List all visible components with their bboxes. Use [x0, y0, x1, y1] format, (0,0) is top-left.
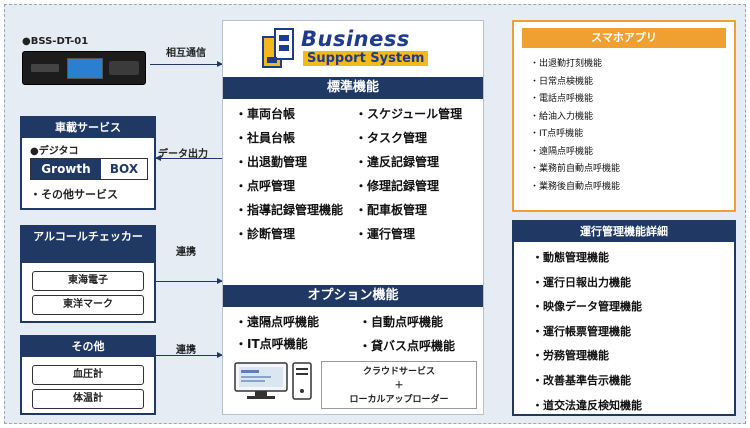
link-label-data-out: データ出力 [158, 149, 208, 160]
bss-logo: Business Support System [261, 27, 451, 71]
bss-logo-line2: Support System [303, 51, 429, 66]
link-label-alcohol: 連携 [176, 247, 196, 258]
other-item-blood-pressure: 血圧計 [32, 365, 144, 385]
growth-logo-text: Growth [31, 159, 101, 179]
standard-feature-item: ・配車板管理 [355, 203, 428, 217]
standard-feature-item: ・点呼管理 [235, 179, 296, 193]
cloud-uploader-box: クラウドサービス ＋ ローカルアップローダー [321, 361, 477, 409]
smartphone-app-list: ・出退勤打刻機能・日常点検機能・電話点呼機能・給油入力機能・IT点呼機能・遠隔点… [530, 56, 620, 196]
alcohol-checker-panel: アルコールチェッカー 東海電子 東洋マーク [20, 225, 156, 323]
device-label: ●BSS-DT-01 [22, 36, 89, 47]
standard-feature-item: ・出退勤管理 [235, 155, 308, 169]
smartphone-app-item: ・業務前自動点呼機能 [530, 164, 621, 174]
standard-feature-item: ・車両台帳 [235, 107, 296, 121]
other-service-label: ・その他サービス [30, 188, 118, 201]
growth-box-logo: Growth BOX [30, 158, 148, 180]
alcohol-item-tokai: 東海電子 [32, 271, 144, 291]
arrow-mutual [150, 61, 223, 67]
arrow-other [156, 352, 223, 358]
standard-features-list: ・車両台帳・社員台帳・出退勤管理・点呼管理・指導記録管理機能・診断管理 ・スケジュ… [223, 105, 483, 285]
smartphone-app-item: ・電話点呼機能 [530, 94, 594, 104]
cloud-service-label: クラウドサービス [362, 367, 435, 377]
standard-feature-item: ・修理記録管理 [355, 179, 440, 193]
standard-feature-item: ・社員台帳 [235, 131, 296, 145]
standard-features-title: 標準機能 [223, 77, 483, 99]
other-title: その他 [22, 337, 154, 357]
smartphone-app-panel: スマホアプリ ・出退勤打刻機能・日常点検機能・電話点呼機能・給油入力機能・IT点… [512, 20, 736, 212]
smartphone-app-item: ・IT点呼機能 [530, 129, 584, 139]
pc-tower-icon [292, 362, 312, 400]
vehicle-service-title: 車載サービス [22, 118, 154, 138]
plus-label: ＋ [394, 381, 404, 391]
standard-feature-item: ・タスク管理 [355, 131, 428, 145]
device-buttons [109, 61, 139, 75]
smartphone-app-item: ・遠隔点呼機能 [530, 146, 594, 157]
smartphone-app-item: ・業務後自動点呼機能 [530, 181, 621, 192]
smartphone-app-item: ・給油入力機能 [530, 111, 594, 122]
digitaco-label: ●デジタコ [30, 146, 79, 157]
arrow-alcohol [156, 278, 223, 284]
operation-detail-panel: 運行管理機能詳細 ・動態管理機能・運行日報出力機能・映像データ管理機能・運行帳票… [512, 220, 736, 416]
option-feature-item: ・IT点呼機能 [235, 337, 308, 351]
standard-feature-item: ・運行管理 [355, 227, 416, 241]
smartphone-app-item: ・日常点検機能 [530, 76, 594, 87]
link-label-other: 連携 [176, 345, 196, 356]
device-slot [31, 64, 59, 72]
option-features-list: ・遠隔点呼機能・IT点呼機能 ・自動点呼機能・貸バス点呼機能 [223, 313, 483, 359]
smartphone-app-item: ・出退勤打刻機能 [530, 59, 603, 69]
central-panel: Business Support System 標準機能 ・車両台帳・社員台帳・… [222, 20, 484, 415]
option-feature-item: ・貸バス点呼機能 [359, 339, 456, 353]
operation-detail-item: ・動態管理機能 [532, 251, 609, 264]
standard-feature-item: ・指導記録管理機能 [235, 203, 344, 217]
operation-detail-item: ・労務管理機能 [532, 349, 609, 363]
alcohol-item-toyo: 東洋マーク [32, 295, 144, 315]
operation-detail-list: ・動態管理機能・運行日報出力機能・映像データ管理機能・運行帳票管理機能・労務管理… [532, 246, 642, 418]
bss-logo-mark-icon [262, 28, 294, 68]
operation-detail-item: ・運行日報出力機能 [532, 275, 631, 289]
bss-logo-line1: Business [301, 27, 410, 51]
monitor-icon [234, 362, 288, 399]
other-item-thermometer: 体温計 [32, 389, 144, 409]
standard-feature-item: ・診断管理 [235, 227, 296, 241]
operation-detail-item: ・道交法違反検知機能 [532, 398, 642, 412]
standard-feature-item: ・スケジュール管理 [355, 107, 463, 121]
smartphone-app-title: スマホアプリ [522, 28, 726, 48]
device-image [22, 51, 146, 85]
standard-feature-item: ・違反記録管理 [355, 155, 440, 169]
alcohol-checker-title: アルコールチェッカー [22, 227, 154, 263]
option-feature-item: ・自動点呼機能 [359, 315, 444, 329]
vehicle-service-panel: 車載サービス ●デジタコ Growth BOX ・その他サービス [20, 116, 156, 210]
option-features-title: オプション機能 [223, 285, 483, 307]
link-label-mutual: 相互通信 [166, 48, 206, 59]
local-uploader-label: ローカルアップローダー [349, 395, 449, 405]
other-panel: その他 血圧計 体温計 [20, 335, 156, 415]
option-feature-item: ・遠隔点呼機能 [235, 315, 320, 329]
box-logo-text: BOX [109, 162, 139, 176]
arrow-data-out [155, 155, 222, 161]
operation-detail-item: ・運行帳票管理機能 [532, 324, 631, 338]
operation-detail-item: ・映像データ管理機能 [532, 300, 642, 314]
operation-detail-item: ・改善基準告示機能 [532, 373, 631, 387]
device-screen [67, 58, 103, 79]
operation-detail-title: 運行管理機能詳細 [514, 222, 734, 242]
